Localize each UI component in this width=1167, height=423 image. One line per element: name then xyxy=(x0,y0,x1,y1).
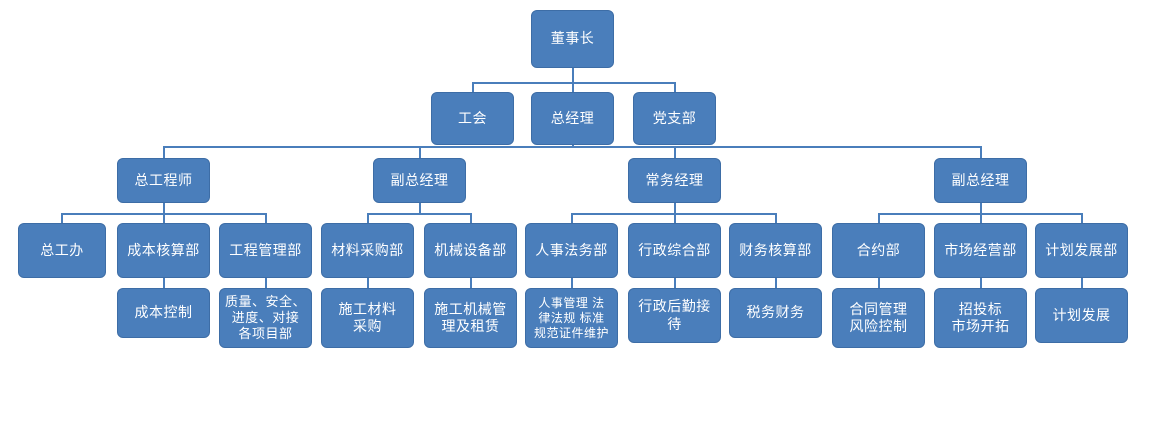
connector-to-material-procurement xyxy=(367,213,369,223)
node-machinery-equipment-dept[interactable]: 机械设备部 xyxy=(424,223,517,278)
connector-to-union xyxy=(472,82,474,92)
connector-to-vice-gm-2 xyxy=(980,146,982,158)
node-vice-gm-1[interactable]: 副总经理 xyxy=(373,158,466,203)
connector-finance-accounting-down xyxy=(775,278,777,288)
node-chief-engineer-office[interactable]: 总工办 xyxy=(18,223,106,278)
node-planning-development[interactable]: 计划发展 xyxy=(1035,288,1128,343)
node-material-procurement-dept[interactable]: 材料采购部 xyxy=(321,223,414,278)
connector-to-market-operation xyxy=(980,213,982,223)
node-finance-accounting-dept[interactable]: 财务核算部 xyxy=(729,223,822,278)
connector-market-operation-down xyxy=(980,278,982,288)
node-engineering-mgmt-dept[interactable]: 工程管理部 xyxy=(219,223,312,278)
node-tax-finance[interactable]: 税务财务 xyxy=(729,288,822,338)
connector-to-vice-gm-1 xyxy=(419,146,421,158)
connector-planning-development-down xyxy=(1081,278,1083,288)
connector-to-chief-engineer-office xyxy=(61,213,63,223)
connector-to-engineering-mgmt xyxy=(265,213,267,223)
node-vice-gm-2[interactable]: 副总经理 xyxy=(934,158,1027,203)
node-hr-mgmt-laws-standards[interactable]: 人事管理 法 律法规 标准 规范证件维护 xyxy=(525,288,618,348)
connector-to-cost-accounting xyxy=(163,213,165,223)
connector-to-hr-legal xyxy=(571,213,573,223)
connector-vice-gm-1-bus xyxy=(367,213,471,215)
node-chairman[interactable]: 董事长 xyxy=(531,10,614,68)
connector-material-procurement-down xyxy=(367,278,369,288)
node-general-manager[interactable]: 总经理 xyxy=(531,92,614,145)
node-cost-control[interactable]: 成本控制 xyxy=(117,288,210,338)
node-quality-safety-progress[interactable]: 质量、安全、 进度、对接 各项目部 xyxy=(219,288,312,348)
node-admin-general-dept[interactable]: 行政综合部 xyxy=(628,223,721,278)
connector-to-party-branch xyxy=(674,82,676,92)
connector-to-admin-general xyxy=(674,213,676,223)
connector-cost-accounting-down xyxy=(163,278,165,288)
node-hr-legal-dept[interactable]: 人事法务部 xyxy=(525,223,618,278)
connector-engineering-mgmt-down xyxy=(265,278,267,288)
connector-level3-bus xyxy=(163,146,981,148)
node-construction-material-purchase[interactable]: 施工材料 采购 xyxy=(321,288,414,348)
connector-vice-gm-2-down xyxy=(980,203,982,214)
node-construction-machinery-mgmt[interactable]: 施工机械管 理及租赁 xyxy=(424,288,517,348)
connector-to-contract-dept xyxy=(878,213,880,223)
connector-machinery-equipment-down xyxy=(470,278,472,288)
connector-executive-manager-down xyxy=(674,203,676,214)
connector-hr-legal-down xyxy=(571,278,573,288)
connector-to-executive-manager xyxy=(674,146,676,158)
connector-chief-engineer-down xyxy=(163,203,165,214)
connector-to-finance-accounting xyxy=(775,213,777,223)
node-market-operation-dept[interactable]: 市场经营部 xyxy=(934,223,1027,278)
connector-vice-gm-1-down xyxy=(419,203,421,214)
node-contract-mgmt-risk-control[interactable]: 合同管理 风险控制 xyxy=(832,288,925,348)
node-chief-engineer[interactable]: 总工程师 xyxy=(117,158,210,203)
connector-to-planning-development-dept xyxy=(1081,213,1083,223)
node-planning-development-dept[interactable]: 计划发展部 xyxy=(1035,223,1128,278)
node-cost-accounting-dept[interactable]: 成本核算部 xyxy=(117,223,210,278)
connector-admin-general-down xyxy=(674,278,676,288)
connector-executive-manager-bus xyxy=(571,213,776,215)
node-party-branch[interactable]: 党支部 xyxy=(633,92,716,145)
connector-to-chief-engineer xyxy=(163,146,165,158)
node-admin-logistics-reception[interactable]: 行政后勤接 待 xyxy=(628,288,721,343)
connector-contract-dept-down xyxy=(878,278,880,288)
node-contract-dept[interactable]: 合约部 xyxy=(832,223,925,278)
connector-to-general-manager xyxy=(572,82,574,92)
connector-chairman-down xyxy=(572,68,574,82)
node-bidding-market-expansion[interactable]: 招投标 市场开拓 xyxy=(934,288,1027,348)
connector-to-machinery-equipment xyxy=(470,213,472,223)
node-executive-manager[interactable]: 常务经理 xyxy=(628,158,721,203)
node-union[interactable]: 工会 xyxy=(431,92,514,145)
